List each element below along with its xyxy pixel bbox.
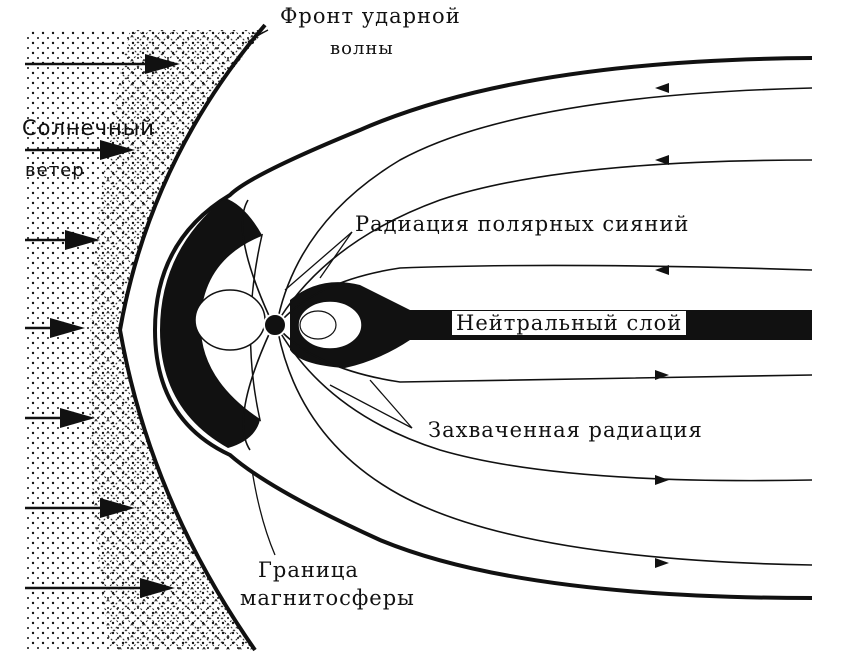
field-lines (241, 87, 813, 566)
magnetopause-line (152, 56, 813, 600)
solar-wind-label: Солнечный (22, 116, 155, 140)
field-arrows (655, 83, 669, 568)
magnetopause-label-2: магнитосферы (240, 586, 415, 610)
solar-wind-arrows (25, 54, 180, 598)
shock-front-line (117, 23, 267, 652)
trapped-radiation-label: Захваченная радиация (428, 418, 703, 442)
solar-wind-label-2: ветер (25, 160, 85, 181)
radiation-belt-dayside (160, 198, 262, 448)
magnetosheath-hatch (89, 30, 265, 650)
aurora-radiation-label: Радиация полярных сияний (355, 212, 690, 236)
neutral-sheet-label: Нейтральный слой (452, 311, 687, 335)
shock-front-label-2: волны (330, 38, 394, 59)
leader-lines (251, 231, 413, 556)
solar-wind-region (25, 30, 265, 650)
magnetopause-label: Граница (258, 558, 359, 582)
earth (263, 313, 287, 337)
shock-front-label: Фронт ударной (280, 4, 461, 28)
